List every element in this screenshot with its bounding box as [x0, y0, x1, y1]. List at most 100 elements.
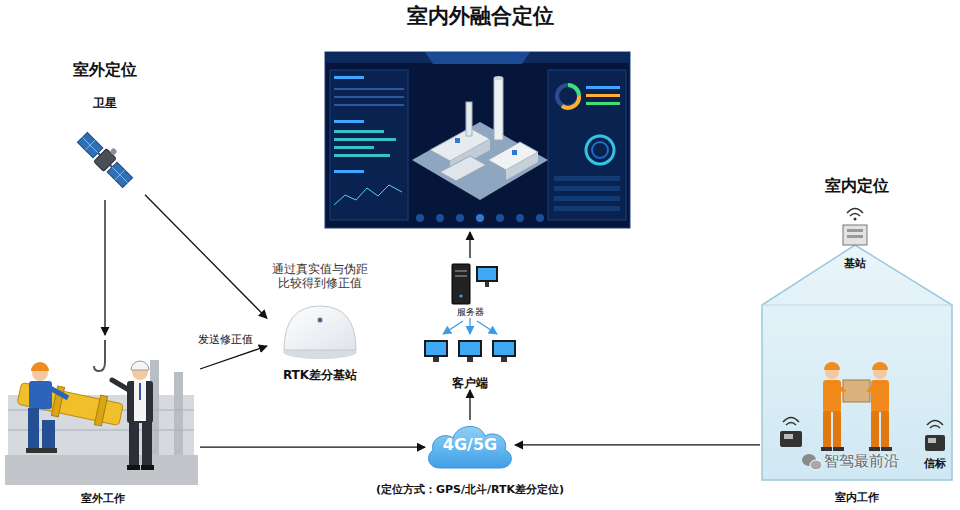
outdoor-work-illustration — [50, 388, 68, 398]
section-heading: 室外定位 — [73, 60, 137, 79]
indoor-building — [762, 245, 952, 480]
base-station-node: 基站 — [833, 222, 877, 270]
outdoor-work-illustration — [41, 448, 57, 453]
server-node: 服务器 — [440, 262, 500, 318]
outdoor-work-illustration — [94, 362, 105, 371]
node-label: 信标 — [924, 457, 946, 470]
server-icon — [478, 268, 496, 280]
base-station-icon — [843, 225, 867, 245]
dashboard-screen — [516, 214, 524, 222]
outdoor-work-illustration — [26, 448, 41, 453]
outdoor-work-illustration — [174, 372, 183, 455]
dashboard-screen — [476, 214, 484, 222]
client-monitors — [460, 342, 480, 355]
dashboard-screen — [416, 214, 424, 222]
server-to-screen-arrow — [469, 232, 470, 258]
beacon-icon — [780, 418, 945, 452]
indoor-workers — [824, 362, 840, 370]
client-monitors — [426, 342, 446, 355]
dashboard-screen — [536, 214, 544, 222]
outdoor-work-illustration — [129, 422, 139, 467]
diagram-title: 室内外融合定位 — [0, 4, 960, 29]
dashboard-screen — [494, 76, 503, 80]
connector-arrow — [469, 318, 470, 334]
connector-arrow — [145, 195, 267, 319]
satellite-icon — [107, 162, 132, 187]
node-note: RTK差分基站 — [283, 368, 357, 382]
server-icon — [476, 266, 498, 282]
connector-arrow — [200, 447, 425, 448]
dashboard-screen — [412, 122, 548, 200]
rtk-dome-icon — [318, 318, 323, 323]
outdoor-work-illustration — [131, 361, 149, 370]
client-monitors — [494, 342, 514, 355]
beacon-node: 信标 — [915, 418, 955, 470]
dashboard-screen — [456, 214, 464, 222]
connector-arrow — [200, 346, 267, 369]
dashboard-screen — [334, 146, 374, 149]
dashboard-screen — [455, 138, 460, 143]
indoor-workers — [823, 411, 831, 448]
indoor-workers — [871, 380, 889, 412]
satellite-icon — [76, 127, 138, 189]
dashboard-screen — [334, 76, 364, 79]
indoor-building — [762, 305, 952, 306]
dashboard-screen — [425, 52, 530, 64]
dashboard-screen — [512, 150, 517, 155]
client-monitors — [467, 357, 473, 362]
indoor-workers — [840, 388, 845, 392]
indoor-workers — [872, 362, 888, 370]
dashboard-screen — [568, 85, 579, 96]
dashboard-screen — [334, 88, 404, 90]
indoor-workers — [823, 380, 841, 412]
node-label: 服务器 — [457, 307, 484, 318]
satellite-node: 卫星 — [65, 96, 145, 200]
outdoor-work: 室外工作 — [5, 335, 200, 505]
indoor-workers — [869, 447, 880, 451]
outdoor-work-illustration — [112, 380, 129, 390]
indoor-workers — [843, 380, 870, 402]
connector-arrow — [104, 200, 105, 335]
server-icon — [452, 264, 498, 304]
connector-arrow — [469, 390, 470, 420]
satellite-icon — [77, 132, 102, 157]
dashboard-screen — [334, 154, 390, 157]
beacon-icon — [783, 418, 799, 426]
dashboard-screen — [496, 214, 504, 222]
satellite-icon — [109, 147, 117, 155]
node-label: 室内定位 — [825, 176, 889, 195]
outdoor-work-illustration — [5, 455, 198, 485]
node-label: 卫星 — [93, 96, 117, 110]
indoor-workers — [881, 447, 892, 451]
node-note: 室内工作 — [835, 491, 879, 504]
server-to-client-arrows — [443, 321, 463, 334]
client-monitors — [501, 357, 507, 362]
watermark-icon — [810, 460, 822, 470]
server-icon — [452, 264, 470, 304]
outdoor-work-illustration — [142, 422, 152, 467]
dashboard-screen — [557, 85, 579, 107]
outdoor-work-illustration — [5, 340, 198, 485]
server-icon — [455, 270, 467, 272]
dashboard-screen — [554, 176, 620, 181]
client-monitors — [492, 340, 516, 357]
beacon-icon — [927, 421, 943, 429]
beacon-icon — [925, 435, 945, 451]
server-to-screen-arrow — [470, 232, 471, 258]
dashboard-screen — [466, 102, 472, 136]
network-cloud: 4G/5G(定位方式：GPS/北斗/RTK差分定位) — [425, 420, 515, 470]
rtk-base-station: 通过真实值与伪距比较得到修正值RTK差分基站 — [267, 262, 373, 382]
base-station-icon — [843, 209, 867, 246]
dashboard-screen — [586, 86, 620, 89]
server-icon — [485, 282, 489, 287]
dashboard-screen — [334, 104, 404, 106]
node-label: 基站 — [844, 257, 866, 270]
dashboard-screen — [334, 130, 384, 133]
base-station-icon — [847, 235, 863, 238]
dashboard-screen — [586, 94, 620, 97]
indoor-workers — [821, 447, 832, 451]
dashboard-screen — [548, 70, 626, 220]
satellite-icon — [112, 167, 128, 183]
server-icon — [460, 295, 463, 298]
dashboard-screen — [586, 136, 614, 164]
